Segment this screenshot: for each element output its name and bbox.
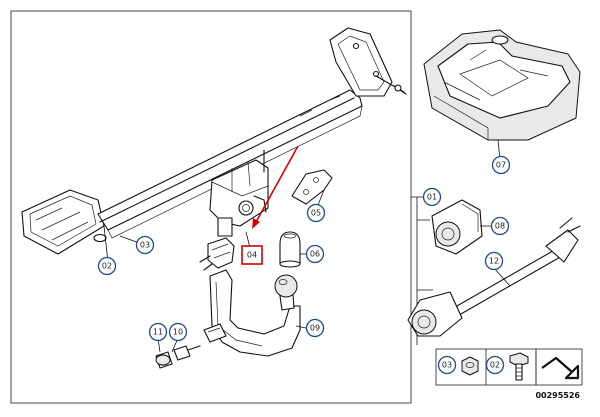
bolt-washer [155,345,201,369]
callout-07[interactable]: 07 [491,155,511,175]
callout-02[interactable]: 02 [97,256,117,276]
socket-module [431,199,483,255]
callout-03[interactable]: 03 [135,235,155,255]
callout-10[interactable]: 10 [168,322,188,342]
legend-callout-02-label: 02 [490,361,500,370]
callout-11[interactable]: 11 [148,322,168,342]
reference-arrow-icon [541,356,580,380]
highlight-arrow-head [252,218,260,229]
callout-04[interactable]: 04 [241,245,263,265]
callout-05[interactable]: 05 [306,203,326,223]
callout-08[interactable]: 08 [490,216,510,236]
callout-09-label: 09 [310,324,320,333]
mounting-bracket [291,169,333,205]
protective-cap [279,231,301,268]
ball-neck [203,269,301,357]
callout-08-label: 08 [495,222,505,231]
callout-12-label: 12 [489,257,499,266]
callout-05-label: 05 [311,209,321,218]
callout-06[interactable]: 06 [305,244,325,264]
callout-09[interactable]: 09 [305,318,325,338]
callout-01[interactable]: 01 [422,187,442,207]
trunk-insert-tray [423,29,581,141]
nut-icon [461,356,479,376]
diagram-id: 00295526 [535,391,580,400]
legend-callout-03-label: 03 [442,361,452,370]
legend-callout-03[interactable]: 03 [437,355,457,375]
callout-03-label: 03 [140,241,150,250]
callout-11-label: 11 [153,328,163,337]
assembly-frame [10,10,412,404]
callout-07-label: 07 [496,161,506,170]
callout-06-label: 06 [310,250,320,259]
legend-callout-02[interactable]: 02 [485,355,505,375]
tow-bar-crossmember [21,27,407,255]
lock-connector [199,237,235,271]
callout-12[interactable]: 12 [484,251,504,271]
wiring-harness [407,217,581,337]
callout-02-label: 02 [102,262,112,271]
bolt-icon [509,352,529,381]
callout-01-label: 01 [427,193,437,202]
highlight-arrow [255,145,299,223]
group-bracket [411,196,433,345]
legend [435,348,583,386]
callout-04-label: 04 [247,251,257,260]
callout-10-label: 10 [173,328,183,337]
